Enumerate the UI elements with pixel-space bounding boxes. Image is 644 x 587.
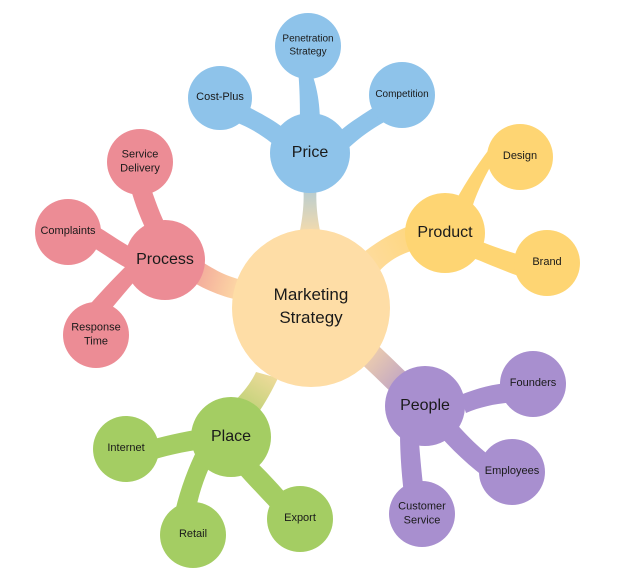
leaf-employees[interactable]	[479, 439, 545, 505]
node-price[interactable]	[270, 113, 350, 193]
leaf-retail[interactable]	[160, 502, 226, 568]
center-node[interactable]	[232, 229, 390, 387]
node-product[interactable]	[405, 193, 485, 273]
leaf-competition[interactable]	[369, 62, 435, 128]
leaf-cost-plus[interactable]	[188, 66, 252, 130]
leaf-internet[interactable]	[93, 416, 159, 482]
branch-process	[35, 129, 205, 368]
branch-place	[93, 397, 333, 568]
node-people[interactable]	[385, 366, 465, 446]
node-process[interactable]	[125, 220, 205, 300]
branch-people	[385, 351, 566, 547]
branch-price	[188, 13, 435, 193]
leaf-complaints[interactable]	[35, 199, 101, 265]
leaf-founders[interactable]	[500, 351, 566, 417]
leaf-penetration-strategy[interactable]	[275, 13, 341, 79]
branch-product	[405, 124, 580, 296]
leaf-service-delivery[interactable]	[107, 129, 173, 195]
leaf-design[interactable]	[487, 124, 553, 190]
node-place[interactable]	[191, 397, 271, 477]
leaf-customer-service[interactable]	[389, 481, 455, 547]
leaf-response-time[interactable]	[63, 302, 129, 368]
leaf-brand[interactable]	[514, 230, 580, 296]
leaf-export[interactable]	[267, 486, 333, 552]
